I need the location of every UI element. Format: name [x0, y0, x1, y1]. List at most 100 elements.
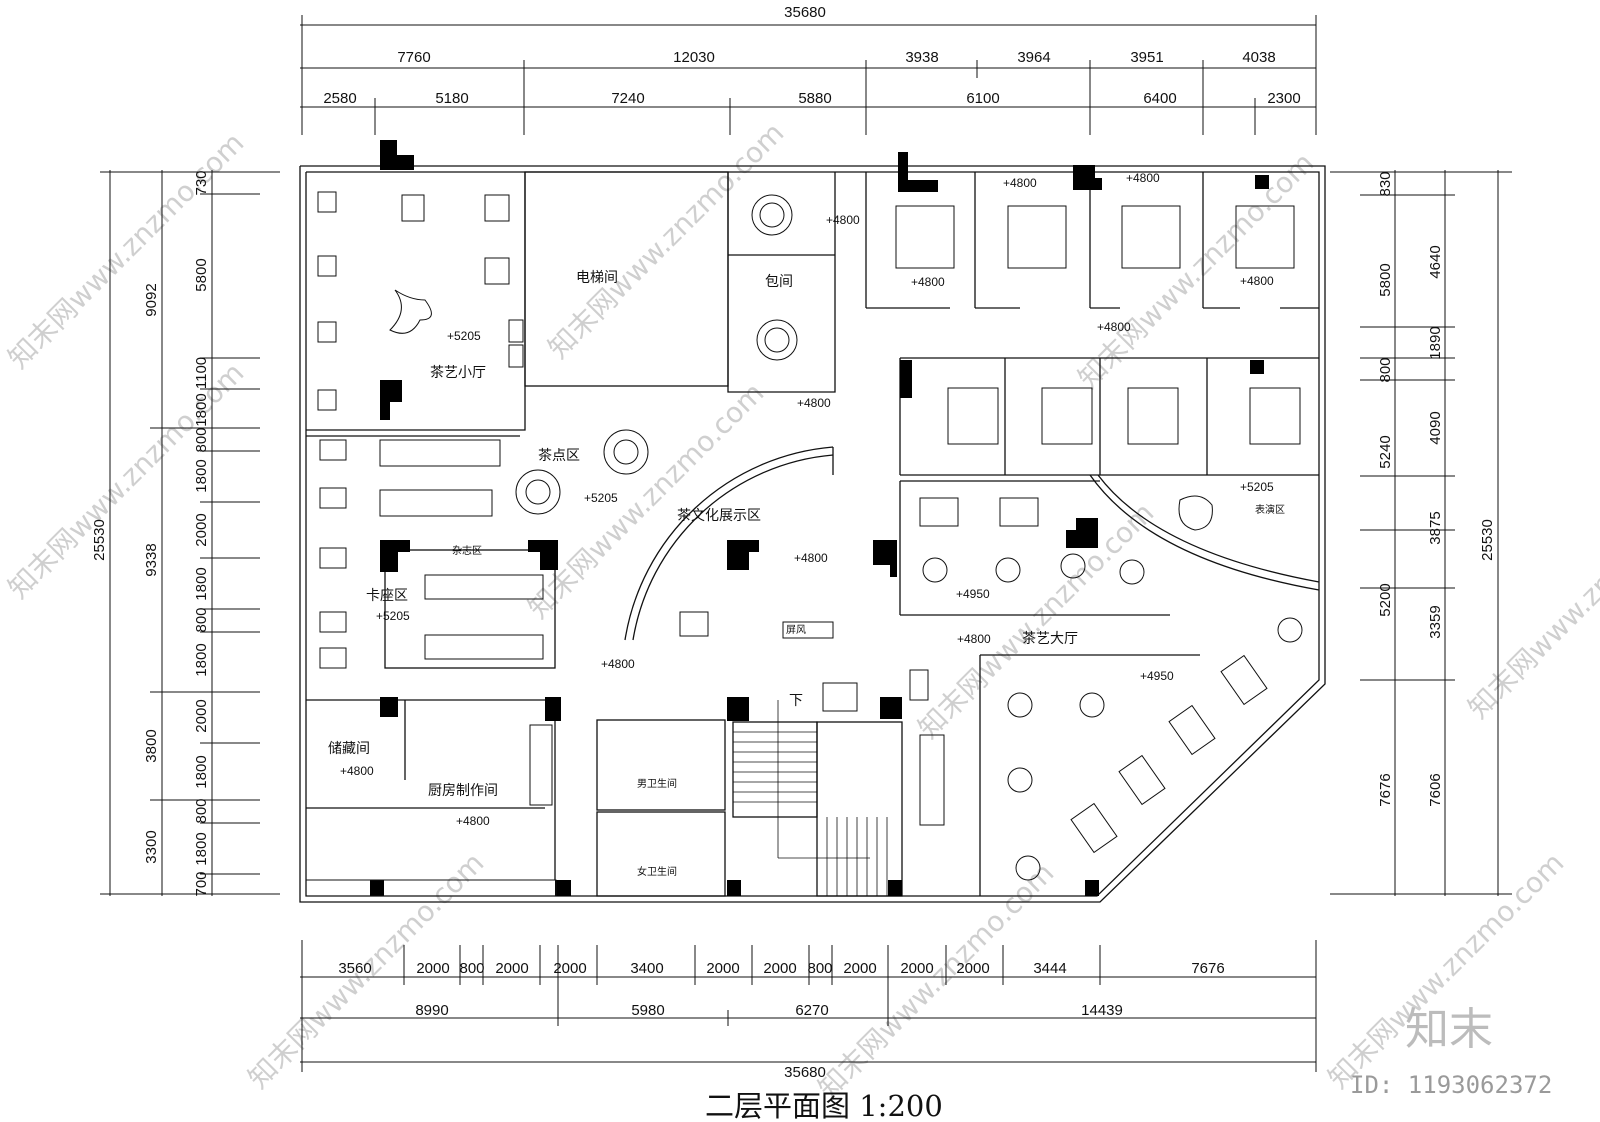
level-marker: +4800 — [1126, 171, 1160, 185]
dim-label: 3800 — [143, 729, 160, 762]
watermark-text: 知末网www.znzmo.com — [542, 116, 791, 365]
room-label-stage: 表演区 — [1255, 503, 1285, 516]
level-marker: +5205 — [376, 609, 410, 623]
watermark-text: 知末网www.znzmo.com — [2, 356, 251, 605]
dim-label: 5200 — [1377, 583, 1394, 616]
level-marker: +4800 — [826, 213, 860, 227]
dim-left-total: 25530 — [91, 519, 108, 561]
dim-label: 4038 — [1242, 49, 1275, 66]
dim-label: 3560 — [338, 960, 371, 977]
dim-label: 7760 — [397, 49, 430, 66]
bottom-dimensions: 3560 2000 800 2000 2000 3400 2000 2000 8… — [338, 960, 1224, 1081]
level-marker: +4800 — [797, 396, 831, 410]
level-marker: +4800 — [911, 275, 945, 289]
dim-label: 6270 — [795, 1002, 828, 1019]
dim-label: 1800 — [193, 567, 210, 600]
dim-label: 2000 — [706, 960, 739, 977]
dim-label: 2580 — [323, 90, 356, 107]
level-marker: +5205 — [584, 491, 618, 505]
watermark-text: 知末网www.znzmo.com — [522, 376, 771, 625]
dim-label: 5980 — [631, 1002, 664, 1019]
dim-label: 2000 — [843, 960, 876, 977]
dim-label: 800 — [1377, 357, 1394, 382]
room-label-elevator: 电梯间 — [576, 270, 618, 286]
stairs — [733, 700, 888, 896]
dim-label: 7676 — [1377, 773, 1394, 806]
room-label-men-wc: 男卫生间 — [637, 777, 677, 790]
dim-label: 7606 — [1427, 773, 1444, 806]
dim-label: 5800 — [193, 258, 210, 291]
dim-label: 830 — [1377, 171, 1394, 196]
dim-label: 3951 — [1130, 49, 1163, 66]
dim-label: 2000 — [956, 960, 989, 977]
dim-label: 800 — [193, 427, 210, 452]
dim-label: 2000 — [763, 960, 796, 977]
dim-label: 3964 — [1017, 49, 1050, 66]
dim-right-total: 25530 — [1479, 519, 1496, 561]
dim-top-total: 35680 — [784, 4, 826, 21]
dim-label: 5180 — [435, 90, 468, 107]
dim-label: 3875 — [1427, 511, 1444, 544]
drawing-title: 二层平面图 1:200 — [705, 1089, 943, 1122]
dim-label: 800 — [807, 960, 832, 977]
room-label-kitchen: 厨房制作间 — [428, 783, 498, 799]
watermark-text: 知末网www.znzmo.com — [1462, 476, 1600, 725]
dim-label: 5880 — [798, 90, 831, 107]
dim-label: 2000 — [193, 699, 210, 732]
level-marker: +4800 — [794, 551, 828, 565]
dim-label: 4640 — [1427, 245, 1444, 278]
dim-label: 14439 — [1081, 1002, 1123, 1019]
level-marker: +4800 — [1097, 320, 1131, 334]
level-marker: +4950 — [956, 587, 990, 601]
dim-label: 6400 — [1143, 90, 1176, 107]
watermark-text: 知末网www.znzmo.com — [1322, 846, 1571, 1095]
level-marker: +4800 — [1003, 176, 1037, 190]
dim-label: 800 — [193, 798, 210, 823]
dim-label: 2000 — [900, 960, 933, 977]
watermark-text: 知末网www.znzmo.com — [812, 856, 1061, 1105]
dim-label: 8990 — [415, 1002, 448, 1019]
dim-label: 12030 — [673, 49, 715, 66]
dim-label: 1800 — [193, 755, 210, 788]
room-label-tea-small-hall: 茶艺小厅 — [430, 365, 486, 381]
level-marker: +4800 — [957, 632, 991, 646]
dim-label: 700 — [193, 871, 210, 896]
level-marker: +5205 — [1240, 480, 1274, 494]
room-label-booth: 卡座区 — [366, 588, 408, 604]
columns — [370, 140, 1269, 896]
level-marker: +4800 — [1240, 274, 1274, 288]
dim-label: 2000 — [416, 960, 449, 977]
dim-label: 4090 — [1427, 411, 1444, 444]
dim-label: 3359 — [1427, 605, 1444, 638]
dim-label: 800 — [459, 960, 484, 977]
room-label-storage: 储藏间 — [328, 741, 370, 757]
room-label-magazine: 杂志区 — [452, 544, 482, 557]
room-label-exhibit: 茶文化展示区 — [677, 508, 761, 524]
dim-label: 3938 — [905, 49, 938, 66]
level-marker: +4800 — [340, 764, 374, 778]
dim-label: 1800 — [193, 643, 210, 676]
dim-label: 3400 — [630, 960, 663, 977]
room-labels: 茶艺小厅 电梯间 包间 茶点区 茶文化展示区 卡座区 杂志区 屏风 储藏间 厨房… — [328, 270, 1285, 878]
dim-label: 9092 — [143, 283, 160, 316]
dim-label: 3300 — [143, 830, 160, 863]
image-id: ID: 1193062372 — [1350, 1071, 1552, 1099]
dim-label: 1800 — [193, 459, 210, 492]
dim-label: 7676 — [1191, 960, 1224, 977]
dimension-lines — [100, 15, 1512, 1072]
brand-logo: 知末 — [1405, 1004, 1493, 1055]
dim-bottom-total: 35680 — [784, 1064, 826, 1081]
watermarks: 知末网www.znzmo.com 知末网www.znzmo.com 知末网www… — [2, 116, 1600, 1105]
level-marker: +5205 — [447, 329, 481, 343]
watermark-text: 知末网www.znzmo.com — [2, 126, 251, 375]
dim-label: 1890 — [1427, 326, 1444, 359]
room-label-screen: 屏风 — [786, 624, 806, 636]
furniture — [305, 191, 1303, 897]
watermark-text: 知末网www.znzmo.com — [912, 496, 1161, 745]
stair-down-label: 下 — [789, 693, 803, 709]
level-markers: +5205 +4800 +4800 +4800 +4800 +4800 +480… — [340, 171, 1274, 828]
dim-label: 2300 — [1267, 90, 1300, 107]
left-dimensions: 25530 9092 9338 3800 3300 730 5800 1100 … — [91, 170, 210, 896]
room-label-tea-snack: 茶点区 — [538, 448, 580, 464]
room-label-women-wc: 女卫生间 — [637, 865, 677, 878]
